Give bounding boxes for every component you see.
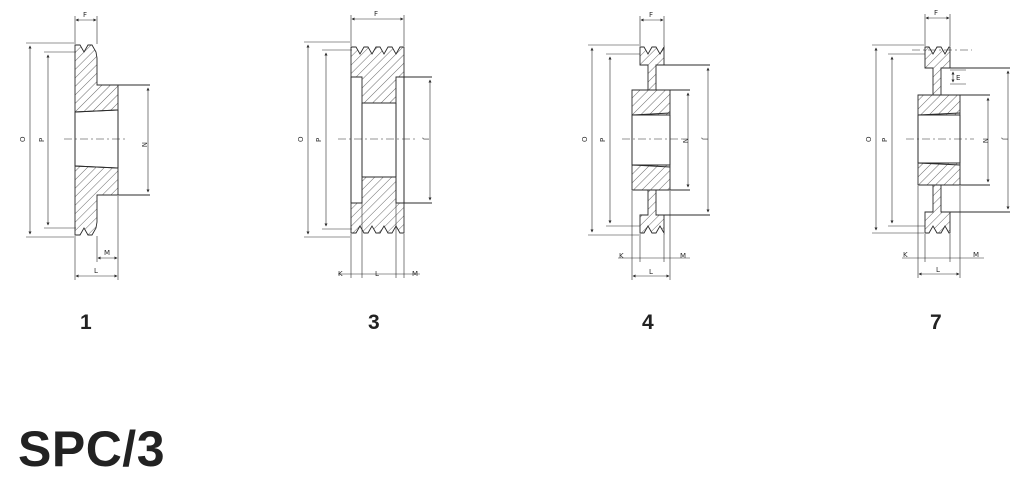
pulley-figure-3-labels: F O P J K L M: [297, 10, 430, 278]
dim-label: P: [599, 138, 607, 142]
dim-label: L: [375, 270, 379, 278]
page-title: SPC/3: [18, 421, 166, 477]
dim-label: J: [422, 137, 430, 140]
figure-number-3: 3: [368, 311, 380, 334]
dim-label: N: [981, 138, 989, 143]
dim-label: O: [581, 136, 589, 142]
figure-number-1: 1: [80, 311, 92, 334]
dim-label: N: [681, 138, 689, 143]
pulley-figure-4-labels: F O P N J K L M: [581, 11, 709, 276]
dim-label: O: [297, 136, 305, 142]
pulley-figure-3: [304, 15, 432, 278]
dim-label: K: [338, 270, 343, 278]
dim-label: M: [680, 252, 686, 260]
pulley-figure-7: [872, 14, 1010, 278]
pulley-figure-1: [26, 16, 150, 280]
dim-label: O: [19, 136, 27, 142]
dim-label: F: [649, 11, 653, 19]
pulley-figure-4: [588, 16, 710, 280]
dim-label: M: [412, 270, 418, 278]
figure-number-7: 7: [930, 311, 942, 334]
dim-label: J: [1001, 137, 1009, 140]
dim-label: P: [315, 138, 323, 142]
dim-label: F: [934, 9, 938, 17]
dim-label: K: [619, 252, 624, 260]
dim-label: M: [973, 251, 979, 259]
dim-label: N: [140, 142, 148, 147]
dim-label: J: [701, 137, 709, 140]
dim-label: F: [374, 10, 378, 18]
dim-label: L: [649, 268, 653, 276]
dim-label: E: [956, 74, 960, 82]
dim-label: M: [104, 249, 110, 257]
pulley-figure-7-labels: F E O P N J K L M: [865, 9, 1009, 274]
dim-label: L: [94, 267, 98, 275]
dim-label: P: [38, 138, 46, 142]
dim-label: F: [83, 11, 87, 19]
dim-label: K: [903, 251, 908, 259]
dim-label: O: [865, 136, 873, 142]
pulley-figure-1-labels: F O P N M L: [19, 11, 148, 275]
figure-number-4: 4: [642, 311, 654, 334]
dim-label: P: [881, 138, 889, 142]
dim-label: L: [936, 266, 940, 274]
